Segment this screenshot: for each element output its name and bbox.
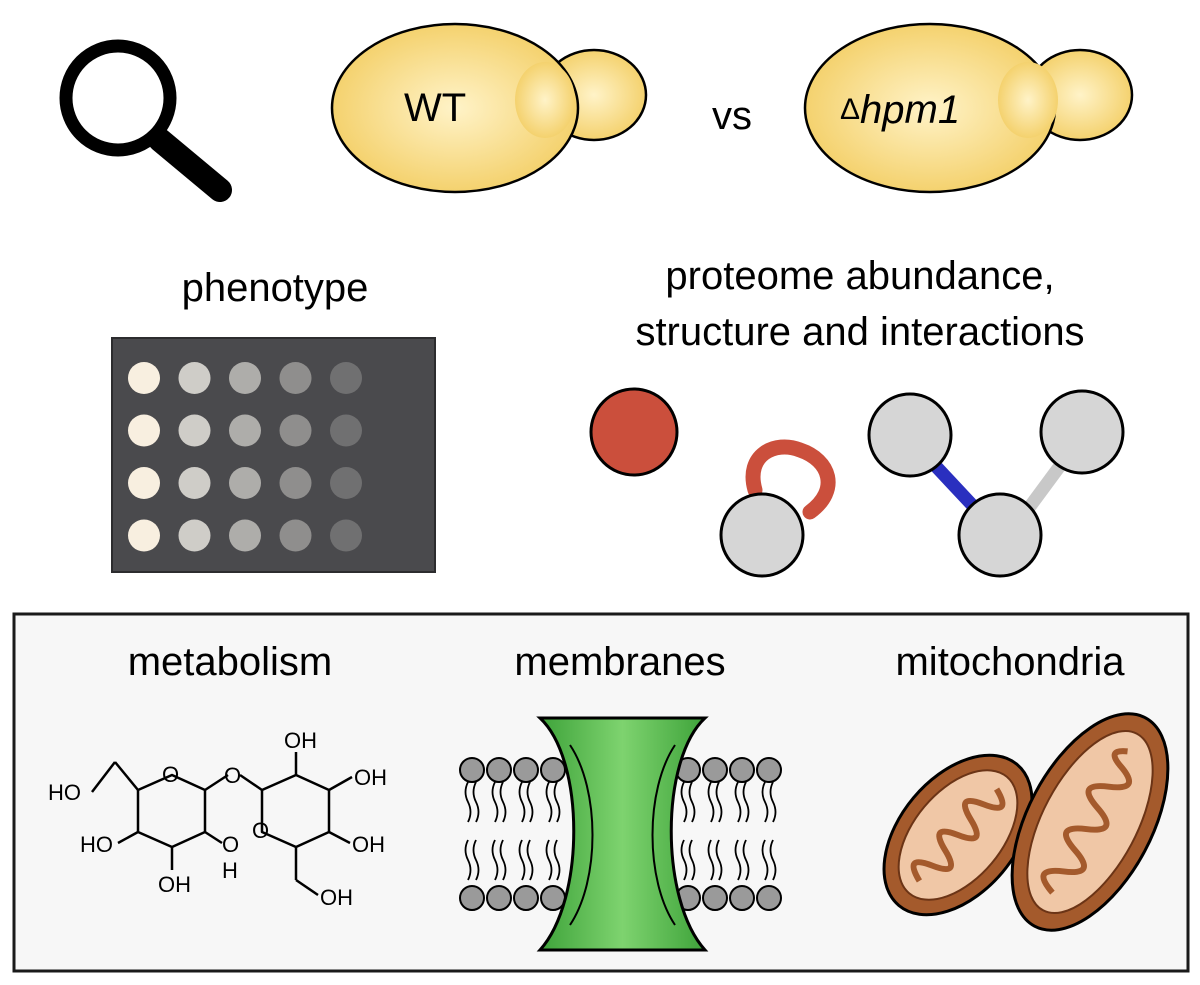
- yeast-cell-wt: [330, 22, 648, 194]
- lipid-head: [513, 757, 539, 783]
- atom-ho-lower-left: HO: [80, 832, 113, 857]
- mutant-label: Δhpm1: [840, 88, 960, 133]
- lipid-head: [486, 757, 512, 783]
- atom-oh-top: OH: [284, 728, 317, 753]
- plate-spot: [279, 519, 312, 552]
- lipid-head: [702, 757, 728, 783]
- vs-label: vs: [712, 94, 752, 138]
- atom-ring-o1: O: [162, 762, 180, 787]
- lipid-tail: [761, 781, 777, 823]
- interaction-network: [867, 389, 1125, 578]
- yeast-cell-mutant: [803, 22, 1134, 194]
- plate-spot: [128, 519, 160, 552]
- plate-spot: [229, 414, 261, 447]
- plate-spot: [178, 362, 211, 394]
- lipid-tail: [464, 781, 480, 823]
- abundance-protein: [589, 387, 679, 477]
- lipid-head: [459, 885, 485, 911]
- lipid-tail: [545, 781, 561, 823]
- lipid-tail: [707, 839, 723, 881]
- plate-spot: [279, 414, 312, 447]
- proteome-title-line2: structure and interactions: [635, 310, 1085, 354]
- lipid-tail: [680, 781, 696, 823]
- plate-spot: [229, 519, 261, 552]
- lipid-head: [540, 885, 566, 911]
- lipid-head: [756, 757, 782, 783]
- plate-spot: [330, 519, 362, 552]
- atom-o-mid: O: [222, 832, 240, 857]
- structure-protein: [719, 439, 836, 578]
- lipid-head: [756, 885, 782, 911]
- lipid-tail: [491, 781, 507, 823]
- lipid-head: [540, 757, 566, 783]
- wt-label: WT: [404, 86, 467, 130]
- plate-spot: [279, 362, 312, 394]
- atom-ring-o2: O: [252, 818, 270, 843]
- membrane-channel: [536, 716, 709, 952]
- lipid-tail: [761, 839, 777, 881]
- magnifier-icon: [59, 39, 232, 202]
- atom-oh-bottom: OH: [158, 872, 191, 897]
- lipid-tail: [734, 781, 750, 823]
- lipid-head: [486, 885, 512, 911]
- trehalose-structure: [91, 752, 353, 897]
- plate-spot: [178, 414, 211, 447]
- spot-assay-plate: [111, 337, 436, 573]
- lipid-head: [729, 757, 755, 783]
- lipid-tail: [707, 781, 723, 823]
- lipid-tail: [518, 839, 534, 881]
- atom-oh-lower-right: OH: [352, 832, 385, 857]
- plate-spot: [178, 467, 211, 499]
- plate-spot: [330, 467, 362, 499]
- lipid-tail: [464, 839, 480, 881]
- plate-spot: [128, 467, 160, 499]
- atom-h-mid: H: [222, 858, 238, 883]
- lipid-head: [459, 757, 485, 783]
- metabolism-title: metabolism: [127, 640, 333, 684]
- plate-spot: [330, 362, 362, 394]
- lipid-head: [729, 885, 755, 911]
- proteome-title-line1: proteome abundance,: [665, 254, 1055, 298]
- lipid-tail: [518, 781, 534, 823]
- mutant-gene: hpm1: [860, 88, 961, 132]
- membranes-title: membranes: [514, 640, 726, 684]
- plate-spot: [128, 414, 160, 447]
- delta-symbol: Δ: [840, 93, 861, 126]
- lipid-head: [513, 885, 539, 911]
- plate-spot: [178, 519, 211, 552]
- plate-spot: [330, 414, 362, 447]
- phenotype-title: phenotype: [181, 266, 369, 310]
- mitochondria-illustration: [882, 712, 1170, 932]
- lipid-tail: [545, 839, 561, 881]
- plate-spot: [128, 362, 160, 394]
- plate-spot: [229, 362, 261, 394]
- atom-bridge-o: O: [224, 763, 242, 788]
- lipid-tail: [680, 839, 696, 881]
- plate-spot: [279, 467, 312, 499]
- atom-oh-right: OH: [354, 765, 387, 790]
- lipid-tail: [734, 839, 750, 881]
- plate-spot: [229, 467, 261, 499]
- lipid-head: [702, 885, 728, 911]
- atom-oh-bottom-right: OH: [320, 885, 353, 910]
- mitochondria-title: mitochondria: [895, 640, 1125, 684]
- atom-ho-left: HO: [48, 780, 81, 805]
- lipid-tail: [491, 839, 507, 881]
